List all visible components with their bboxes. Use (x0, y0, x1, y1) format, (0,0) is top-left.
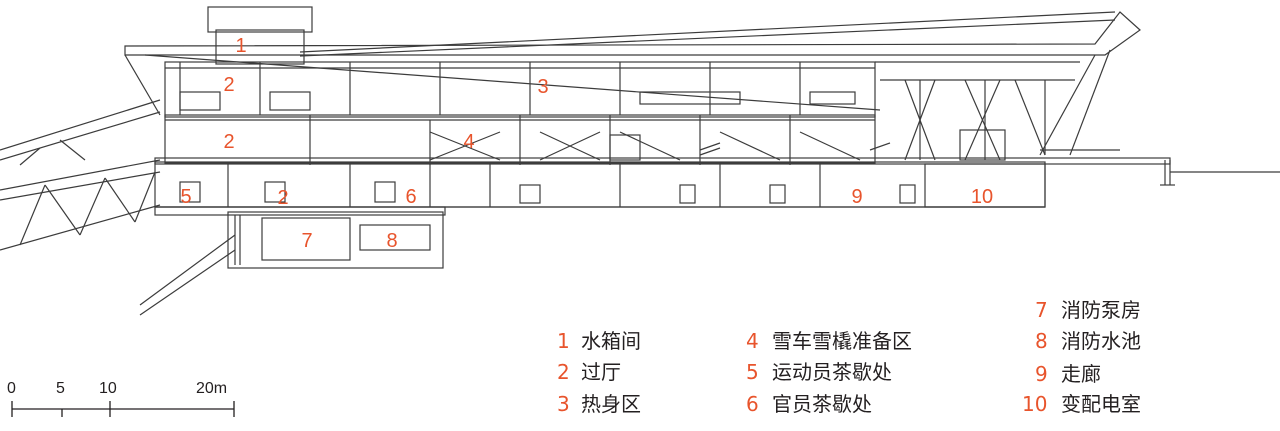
legend-text: 水箱间 (581, 329, 641, 353)
plan-label-2: 2 (223, 74, 234, 96)
plan-label-7: 5 (180, 186, 191, 208)
legend-item-5: 5 运动员茶歇处 (746, 361, 892, 383)
legend-item-8: 8 消防水池 (1035, 330, 1141, 352)
scale-tick-10: 10 (99, 380, 117, 397)
legend-text: 走廊 (1061, 362, 1101, 386)
basement-structure (227, 211, 444, 269)
left-truss-structure (0, 99, 236, 316)
right-canopy-structure (875, 61, 1120, 161)
legend-num: 2 (557, 360, 570, 384)
legend-item-2: 2 过厅 (557, 361, 621, 383)
legend-item-9: 9 走廊 (1035, 363, 1101, 385)
legend-num: 8 (1035, 329, 1048, 353)
legend-text: 热身区 (581, 392, 641, 416)
plan-label-5: 3 (537, 76, 548, 98)
legend-item-1: 1 水箱间 (557, 330, 641, 352)
legend-num: 9 (1035, 362, 1048, 386)
legend-num: 10 (1022, 392, 1048, 416)
legend-item-6: 6 官员茶歇处 (746, 393, 872, 415)
legend-num: 3 (557, 392, 570, 416)
legend-text: 运动员茶歇处 (772, 360, 892, 384)
plan-label-1: 1 (235, 35, 246, 57)
scale-bar (11, 401, 235, 417)
legend-item-3: 3 热身区 (557, 393, 641, 415)
legend-num: 5 (746, 360, 759, 384)
legend-text: 雪车雪橇准备区 (772, 329, 912, 353)
legend-item-10: 10 变配电室 (1022, 393, 1141, 415)
plan-label-9: 7 (301, 230, 312, 252)
legend-text: 官员茶歇处 (772, 392, 872, 416)
legend-text: 过厅 (581, 360, 621, 384)
legend-item-7: 7 消防泵房 (1035, 299, 1141, 321)
plan-label-12: 10 (971, 186, 993, 208)
roof-structure (124, 6, 1141, 156)
plan-label-6: 4 (463, 131, 474, 153)
plan-label-10: 8 (386, 230, 397, 252)
upper-floor-structure (164, 61, 1006, 165)
legend-text: 消防泵房 (1061, 298, 1141, 322)
scale-tick-20m: 20m (196, 380, 228, 397)
legend-num: 7 (1035, 298, 1048, 322)
legend-num: 6 (746, 392, 759, 416)
legend-num: 1 (557, 329, 570, 353)
scale-tick-5: 5 (56, 380, 65, 397)
legend-num: 4 (746, 329, 759, 353)
scale-tick-0: 0 (7, 380, 16, 397)
legend-item-4: 4 雪车雪橇准备区 (746, 330, 912, 352)
legend-text: 消防水池 (1061, 329, 1141, 353)
plan-label-11: 9 (851, 186, 862, 208)
legend-text: 变配电室 (1061, 392, 1141, 416)
plan-label-8: 6 (405, 186, 416, 208)
plan-label-4: 2 (277, 187, 288, 209)
ground-level-structure (154, 157, 1280, 216)
plan-label-3: 2 (223, 131, 234, 153)
